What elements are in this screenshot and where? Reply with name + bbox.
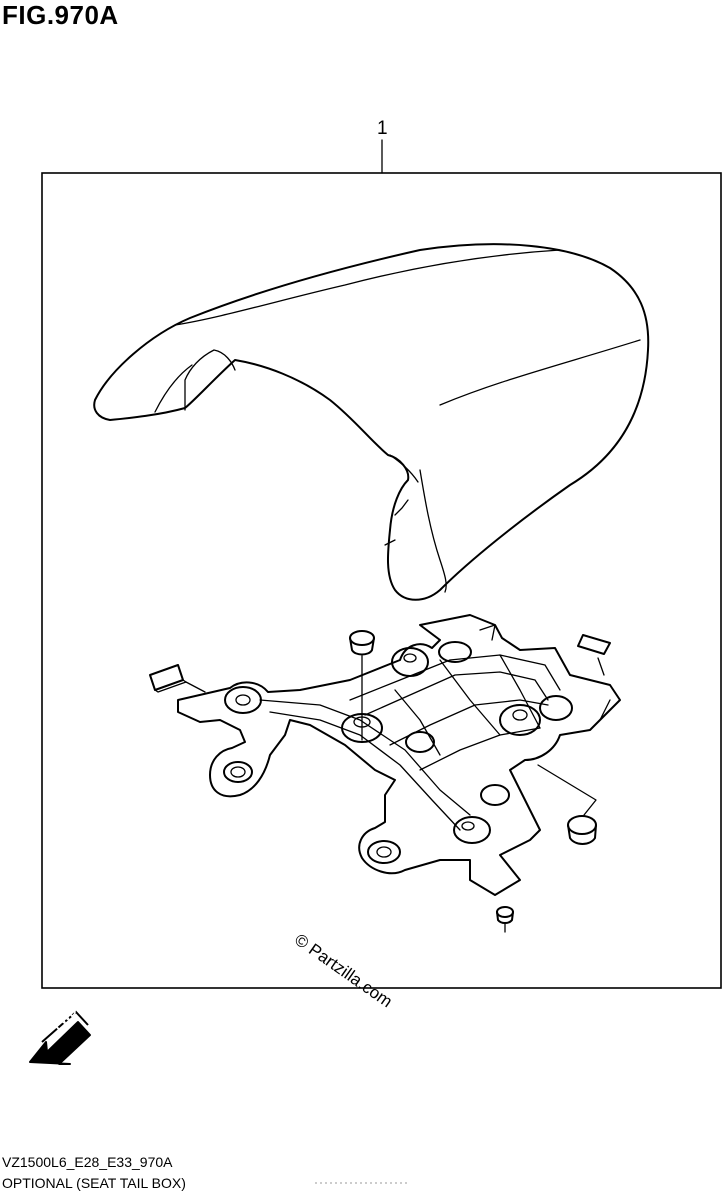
fwd-arrow-icon [29, 1010, 91, 1065]
bolt[interactable] [496, 906, 514, 933]
rubber-grommet-top[interactable] [349, 630, 375, 741]
part-callout-1[interactable]: 1 [377, 118, 388, 139]
figure-title: FIG.970A [2, 0, 119, 30]
pad-right[interactable] [577, 634, 611, 676]
figure-caption: OPTIONAL (SEAT TAIL BOX) [2, 1175, 186, 1191]
parts-frame [41, 172, 722, 989]
pad-left[interactable] [149, 664, 206, 693]
seat-bracket-frame[interactable] [177, 614, 621, 896]
seat-tail-cowl[interactable] [93, 243, 650, 601]
callout-leader-bracket [537, 764, 597, 816]
rubber-grommet-right[interactable] [567, 815, 597, 845]
model-code: VZ1500L6_E28_E33_970A [2, 1154, 173, 1170]
